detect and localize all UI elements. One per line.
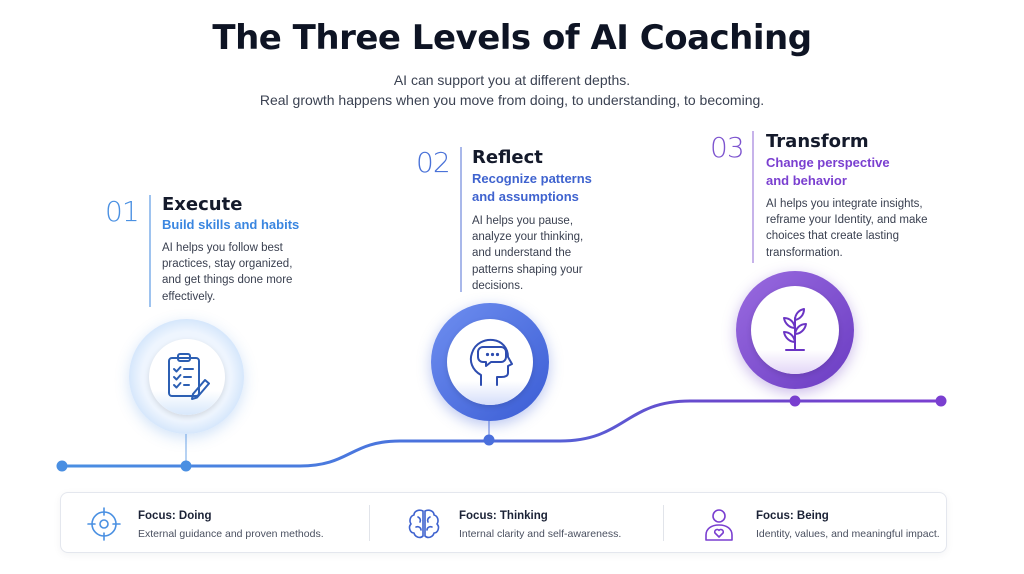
level-name: Transform: [766, 131, 869, 152]
focus-title: Focus: Being: [756, 510, 829, 522]
focus-description: Internal clarity and self-awareness.: [459, 528, 622, 540]
level-number: 02: [416, 146, 451, 179]
focus-divider: [369, 505, 370, 541]
head-thought-icon: [469, 338, 513, 386]
path-end-dot: [935, 395, 947, 407]
level-tagline: Build skills and habits: [162, 217, 300, 232]
path-dot-execute: [180, 460, 192, 472]
level-transform-badge: [736, 271, 854, 389]
page-subtitle: AI can support you at different depths. …: [0, 70, 1024, 110]
level-tagline: Change perspective and behavior: [766, 155, 890, 188]
level-name: Reflect: [472, 147, 543, 168]
level-divider: [752, 131, 754, 263]
brain-icon: [408, 509, 440, 539]
sprout-icon: [783, 308, 807, 351]
page-title: The Three Levels of AI Coaching: [212, 18, 812, 58]
path-start-dot: [56, 460, 68, 472]
progression-curve: [60, 399, 943, 468]
level-execute-badge: [129, 319, 244, 434]
level-number: 01: [105, 195, 140, 228]
path-dot-transform: [789, 395, 801, 407]
level-divider: [149, 195, 151, 307]
focus-title: Focus: Thinking: [459, 510, 548, 522]
level-name: Execute: [162, 194, 243, 215]
level-description: AI helps you pause, analyze your thinkin…: [472, 215, 584, 292]
level-number: 03: [710, 131, 745, 164]
path-dot-reflect: [483, 434, 495, 446]
level-description: AI helps you follow best practices, stay…: [162, 242, 293, 303]
person-heart-icon: [705, 509, 733, 541]
focus-description: External guidance and proven methods.: [138, 528, 324, 540]
target-crosshair-icon: [87, 507, 121, 541]
level-reflect-badge: [431, 303, 549, 421]
focus-description: Identity, values, and meaningful impact.: [756, 528, 940, 540]
level-tagline: Recognize patterns and assumptions: [472, 171, 592, 204]
level-divider: [460, 147, 462, 292]
clipboard-checklist-icon: [167, 352, 210, 400]
level-description: AI helps you integrate insights, reframe…: [766, 198, 928, 259]
subtitle-line-2: Real growth happens when you move from d…: [259, 92, 765, 108]
subtitle-line-1: AI can support you at different depths.: [393, 72, 631, 88]
focus-title: Focus: Doing: [138, 510, 212, 522]
focus-divider: [663, 505, 664, 541]
focus-panel: Focus: Doing External guidance and prove…: [60, 492, 947, 553]
